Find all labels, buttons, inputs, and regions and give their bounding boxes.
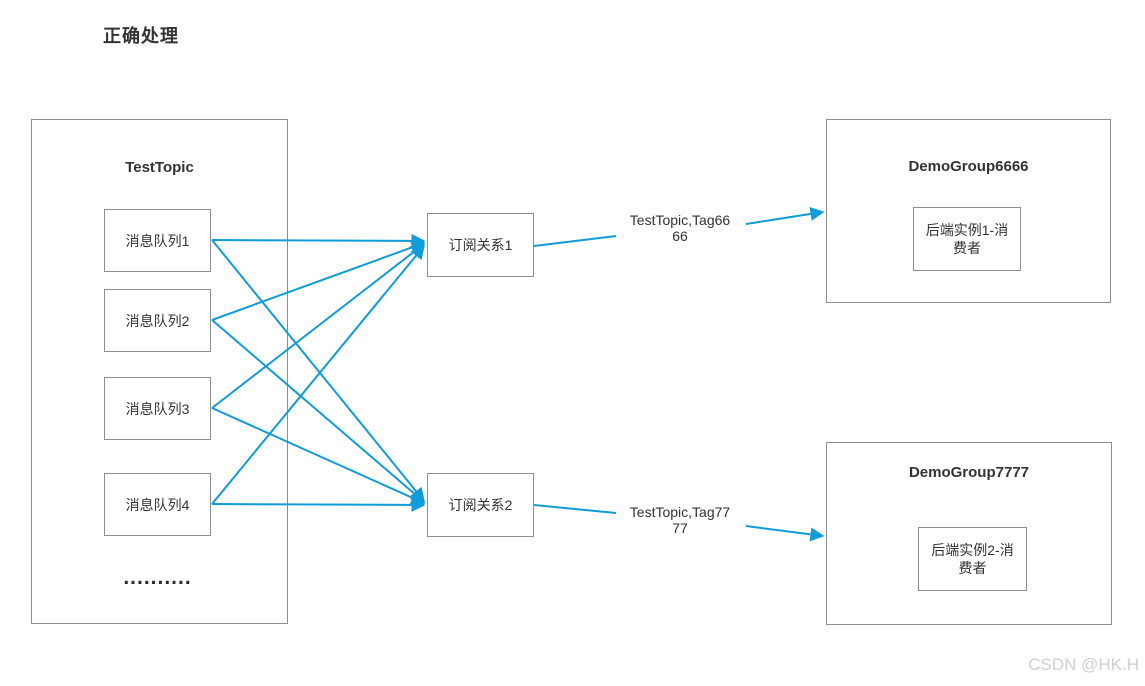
- edge-label-tag6666: TestTopic,Tag66 66: [625, 212, 735, 244]
- subscription-node-2: 订阅关系2: [427, 473, 534, 537]
- edge-label-line1: TestTopic,Tag66: [629, 212, 731, 228]
- queue-node-3: 消息队列3: [104, 377, 211, 440]
- page-title: 正确处理: [103, 26, 179, 46]
- consumer-group-title-6666: DemoGroup6666: [908, 158, 1029, 175]
- consumer-instance-node-2: 后端实例2-消费者: [918, 527, 1027, 591]
- subscription-node-1: 订阅关系1: [427, 213, 534, 277]
- edge-label-tag7777: TestTopic,Tag77 77: [625, 504, 735, 536]
- consumer-instance-node-1: 后端实例1-消费者: [913, 207, 1021, 271]
- queue-ellipsis: ..........: [123, 566, 192, 589]
- edge-label-line2: 66: [672, 228, 688, 244]
- consumer-group-container-6666: DemoGroup6666: [826, 119, 1111, 303]
- topic-container: TestTopic: [31, 119, 288, 624]
- queue-node-2: 消息队列2: [104, 289, 211, 352]
- connector-sub1-label: [533, 235, 617, 247]
- connector-label-group7777: [745, 525, 825, 542]
- consumer-group-container-7777: DemoGroup7777: [826, 442, 1112, 625]
- edge-label-line2: 77: [672, 520, 688, 536]
- watermark: CSDN @HK.H: [1028, 655, 1139, 674]
- connector-sub2-label: [533, 504, 617, 514]
- queue-node-4: 消息队列4: [104, 473, 211, 536]
- consumer-group-title-7777: DemoGroup7777: [908, 464, 1030, 481]
- queue-node-1: 消息队列1: [104, 209, 211, 272]
- edge-label-line1: TestTopic,Tag77: [629, 504, 731, 520]
- connector-label-group6666: [745, 207, 825, 225]
- topic-title: TestTopic: [125, 159, 194, 176]
